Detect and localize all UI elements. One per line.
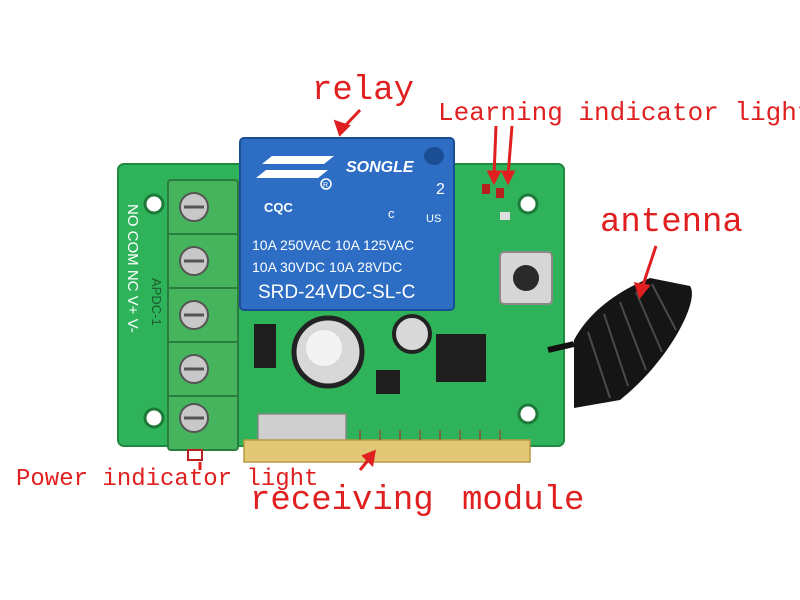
annotation-arrows [198, 108, 658, 471]
mounting-holes [143, 193, 539, 429]
receiving-module [243, 430, 531, 463]
capacitors [291, 314, 432, 389]
relay-rating-2: 10A 30VDC 10A 28VDC [252, 259, 402, 275]
us-mark: US [426, 213, 441, 225]
relay-rating-1: 10A 250VAC 10A 125VAC [252, 237, 414, 253]
board-model-text: APDC-1 [149, 278, 164, 326]
relay-r-mark: R [323, 182, 328, 189]
relay-component: SONGLE R CQC c US 2 10A 250VAC 10A 125VA… [239, 137, 455, 311]
receiving-label: receiving [250, 482, 434, 520]
terminal-block [167, 179, 239, 451]
terminal-labels: NO COM NC V+ V- [124, 204, 141, 333]
learning-indicator-label: Learning indicator light [438, 98, 800, 128]
power-led [187, 449, 203, 461]
relay-number: 2 [436, 181, 445, 198]
module-label: module [462, 482, 585, 520]
learning-leds [482, 184, 510, 220]
antenna-label: antenna [600, 204, 743, 242]
antenna-coil [547, 278, 692, 408]
cqc-mark: CQC [264, 200, 294, 215]
relay-model: SRD-24VDC-SL-C [258, 282, 415, 303]
ul-mark: c [388, 206, 395, 221]
relay-label: relay [312, 72, 415, 110]
relay-brand: SONGLE [346, 159, 415, 176]
power-indicator-label: Power indicator light [16, 466, 319, 493]
learn-button [499, 251, 553, 305]
